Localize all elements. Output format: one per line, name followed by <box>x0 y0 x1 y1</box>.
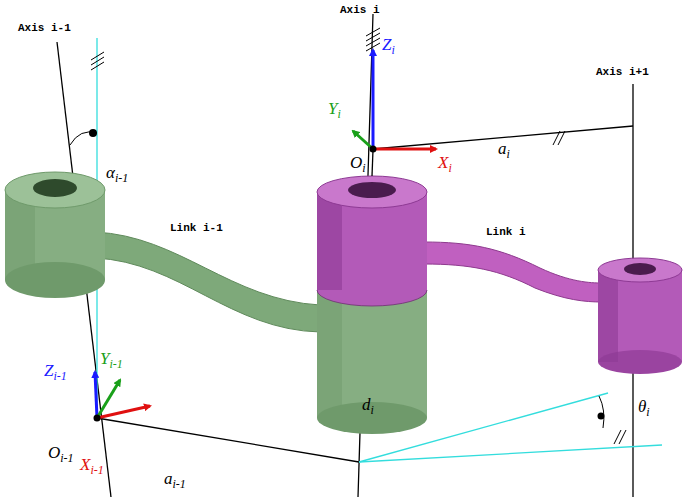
axis-name: Yi <box>328 100 341 121</box>
length-label: ai <box>498 140 510 161</box>
origin-label: Oi <box>350 154 366 175</box>
angle-label: αi-1 <box>106 164 128 185</box>
axis-name: Yi-1 <box>100 350 123 371</box>
offset-label: di <box>362 396 374 417</box>
origin-label: Oi-1 <box>48 444 74 465</box>
axis-label: Axis i <box>340 4 380 16</box>
axis-label: Axis i-1 <box>18 22 71 34</box>
axis-name: Xi-1 <box>80 456 104 477</box>
axis-name: Zi <box>382 36 395 57</box>
axis-name: Zi-1 <box>44 362 67 383</box>
length-label: ai-1 <box>164 470 186 491</box>
angle-label: θi <box>638 398 650 419</box>
link-label: Link i-1 <box>170 222 223 234</box>
link-label: Link i <box>486 226 526 238</box>
axis-name: Xi <box>438 154 452 175</box>
axis-label: Axis i+1 <box>596 66 649 78</box>
